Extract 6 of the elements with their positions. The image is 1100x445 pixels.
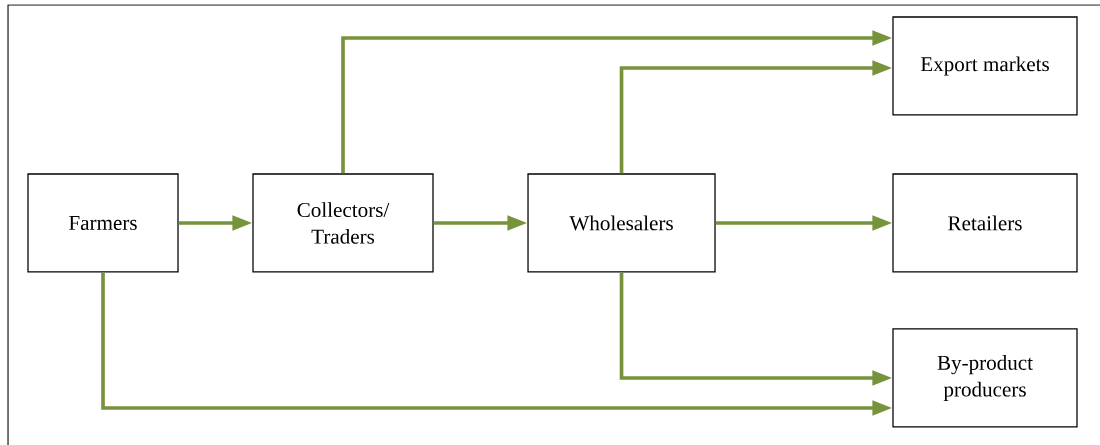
process-box: Wholesalers: [527, 173, 716, 273]
process-box: Collectors/ Traders: [252, 173, 434, 273]
process-box: Retailers: [892, 173, 1078, 273]
process-box: Export markets: [892, 16, 1078, 116]
process-box: Farmers: [27, 173, 179, 273]
process-box: By-product producers: [892, 328, 1078, 428]
